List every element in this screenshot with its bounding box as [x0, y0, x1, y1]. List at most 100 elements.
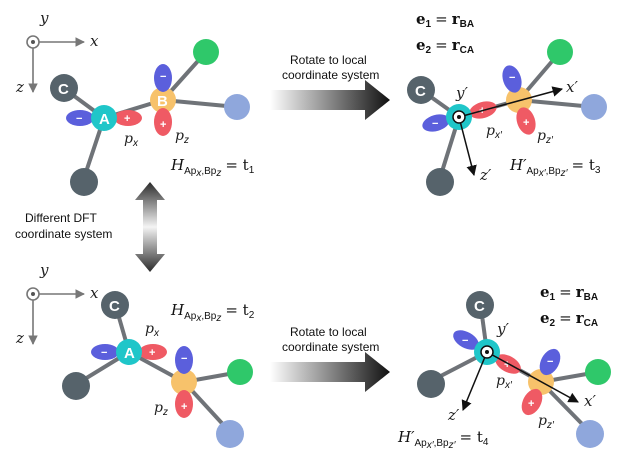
rotate-caption-top-2: coordinate system	[282, 68, 379, 82]
atom-A	[91, 105, 117, 131]
pz-sign-minus: −	[160, 71, 166, 83]
px-prime-lobe-negative	[453, 330, 479, 350]
px-sign-plus: +	[149, 347, 155, 359]
green-atom	[585, 359, 611, 385]
pz-prime-sign-plus: +	[523, 117, 529, 129]
px-lobe-positive	[114, 110, 142, 126]
axis-label-x: x	[90, 32, 99, 50]
axis-label-y-prime: y′	[496, 320, 509, 338]
px-prime-lobe-negative	[422, 114, 450, 132]
atom-C-label: C	[474, 298, 485, 315]
pz-prime-lobe-positive	[516, 107, 536, 135]
atom-C-label: C	[58, 81, 69, 98]
rotate-caption-bottom-1: Rotate to local	[290, 325, 367, 339]
rotate-arrow-top: Rotate to local coordinate system	[270, 53, 390, 120]
gray-atom	[62, 372, 90, 400]
axis-label-x: x	[90, 284, 99, 302]
atom-A-label: A	[124, 345, 135, 362]
vector-e1-top: e1=rBA	[416, 10, 474, 30]
axes-bottom-left: y x z	[15, 261, 99, 347]
pz-prime-lobe-negative	[539, 348, 561, 376]
atom-C	[407, 76, 435, 104]
pz-lobe-positive	[175, 390, 193, 418]
green-atom	[547, 39, 573, 65]
panel-top-left: y x z C B − + A − + px pz	[15, 9, 255, 196]
dft-caption-2: coordinate system	[15, 227, 112, 241]
vector-e2-top: e2=rCA	[416, 36, 474, 56]
pz-lobe-negative	[154, 64, 172, 92]
gray-atom	[426, 168, 454, 196]
atom-C	[50, 74, 78, 102]
pz-label: pz	[154, 400, 168, 418]
equation-h-t1: HApx,Bpz= t1	[170, 156, 255, 179]
atom-B-label: B	[157, 93, 168, 110]
equation-h-t2: HApx,Bpz= t2	[170, 301, 255, 324]
px-prime-label: px′	[496, 373, 513, 391]
pz-sign-plus: +	[160, 119, 166, 131]
pz-prime-lobe-positive	[521, 388, 543, 416]
atom-C	[101, 291, 129, 319]
atom-A-label: A	[99, 111, 110, 128]
atom-A	[116, 339, 142, 365]
dft-double-arrow: Different DFT coordinate system	[15, 182, 165, 272]
axes-top-left: y x z	[15, 9, 99, 96]
gray-atom	[417, 370, 445, 398]
axis-label-x-prime: x′	[566, 78, 578, 96]
axis-label-z-prime: z′	[447, 406, 460, 424]
atom-B	[171, 369, 197, 395]
axis-label-x-prime: x′	[584, 392, 596, 410]
panel-bottom-left: y x z C − + A − + px pz HApx,Bpz= t2	[15, 261, 255, 448]
equation-hprime-t3: H′Apx′,Bpz′= t3	[509, 156, 601, 179]
vector-e2-bottom: e2=rCA	[540, 309, 598, 329]
equation-hprime-t4: H′Apx′,Bpz′= t4	[397, 428, 489, 451]
axis-label-z: z	[15, 329, 24, 347]
pz-prime-sign-minus: −	[547, 356, 553, 368]
axis-label-y-prime: y′	[455, 84, 468, 102]
pz-lobe-negative	[175, 346, 193, 374]
px-prime-label: px′	[486, 123, 503, 141]
px-sign-plus: +	[124, 113, 130, 125]
pz-prime-sign-plus: +	[528, 398, 534, 410]
px-prime-sign-minus: −	[462, 335, 468, 347]
blue-atom	[216, 420, 244, 448]
green-atom	[227, 359, 253, 385]
atom-C-label: C	[415, 83, 426, 100]
blue-atom	[224, 94, 250, 120]
dft-caption-1: Different DFT	[25, 211, 97, 225]
px-label: px	[124, 131, 139, 149]
pz-sign-minus: −	[181, 353, 187, 365]
pz-sign-plus: +	[181, 401, 187, 413]
axis-label-y: y	[39, 9, 49, 27]
pz-prime-sign-minus: −	[509, 72, 515, 84]
pz-prime-label: pz′	[537, 128, 554, 146]
gray-atom	[70, 168, 98, 196]
axis-label-z-prime: z′	[479, 166, 492, 184]
blue-atom	[576, 420, 604, 448]
px-lobe-negative	[91, 344, 119, 360]
px-sign-minus: −	[76, 113, 82, 125]
pz-prime-label: pz′	[538, 413, 555, 431]
px-prime-sign-minus: −	[432, 118, 438, 130]
green-atom	[193, 39, 219, 65]
px-lobe-negative	[66, 110, 94, 126]
rotate-arrow-bottom: Rotate to local coordinate system	[270, 325, 390, 392]
blue-atom	[581, 94, 607, 120]
rotate-caption-bottom-2: coordinate system	[282, 340, 379, 354]
atom-B	[150, 87, 176, 113]
rotate-caption-top-1: Rotate to local	[290, 53, 367, 67]
atom-C-label: C	[109, 298, 120, 315]
panel-top-right: e1=rBA e2=rCA C − + − + y′ x′	[407, 10, 607, 196]
axis-label-z: z	[15, 78, 24, 96]
px-sign-minus: −	[101, 347, 107, 359]
pz-label: pz	[175, 128, 189, 146]
pz-prime-lobe-negative	[502, 65, 522, 93]
px-label: px	[145, 321, 160, 339]
px-lobe-positive	[139, 344, 167, 360]
panel-bottom-right: e1=rBA e2=rCA C − + − + y′ x′ z′	[397, 283, 611, 451]
px-prime-sign-plus: +	[504, 359, 510, 371]
vector-e1-bottom: e1=rBA	[540, 283, 598, 303]
atom-C	[466, 291, 494, 319]
pz-lobe-positive	[154, 108, 172, 136]
